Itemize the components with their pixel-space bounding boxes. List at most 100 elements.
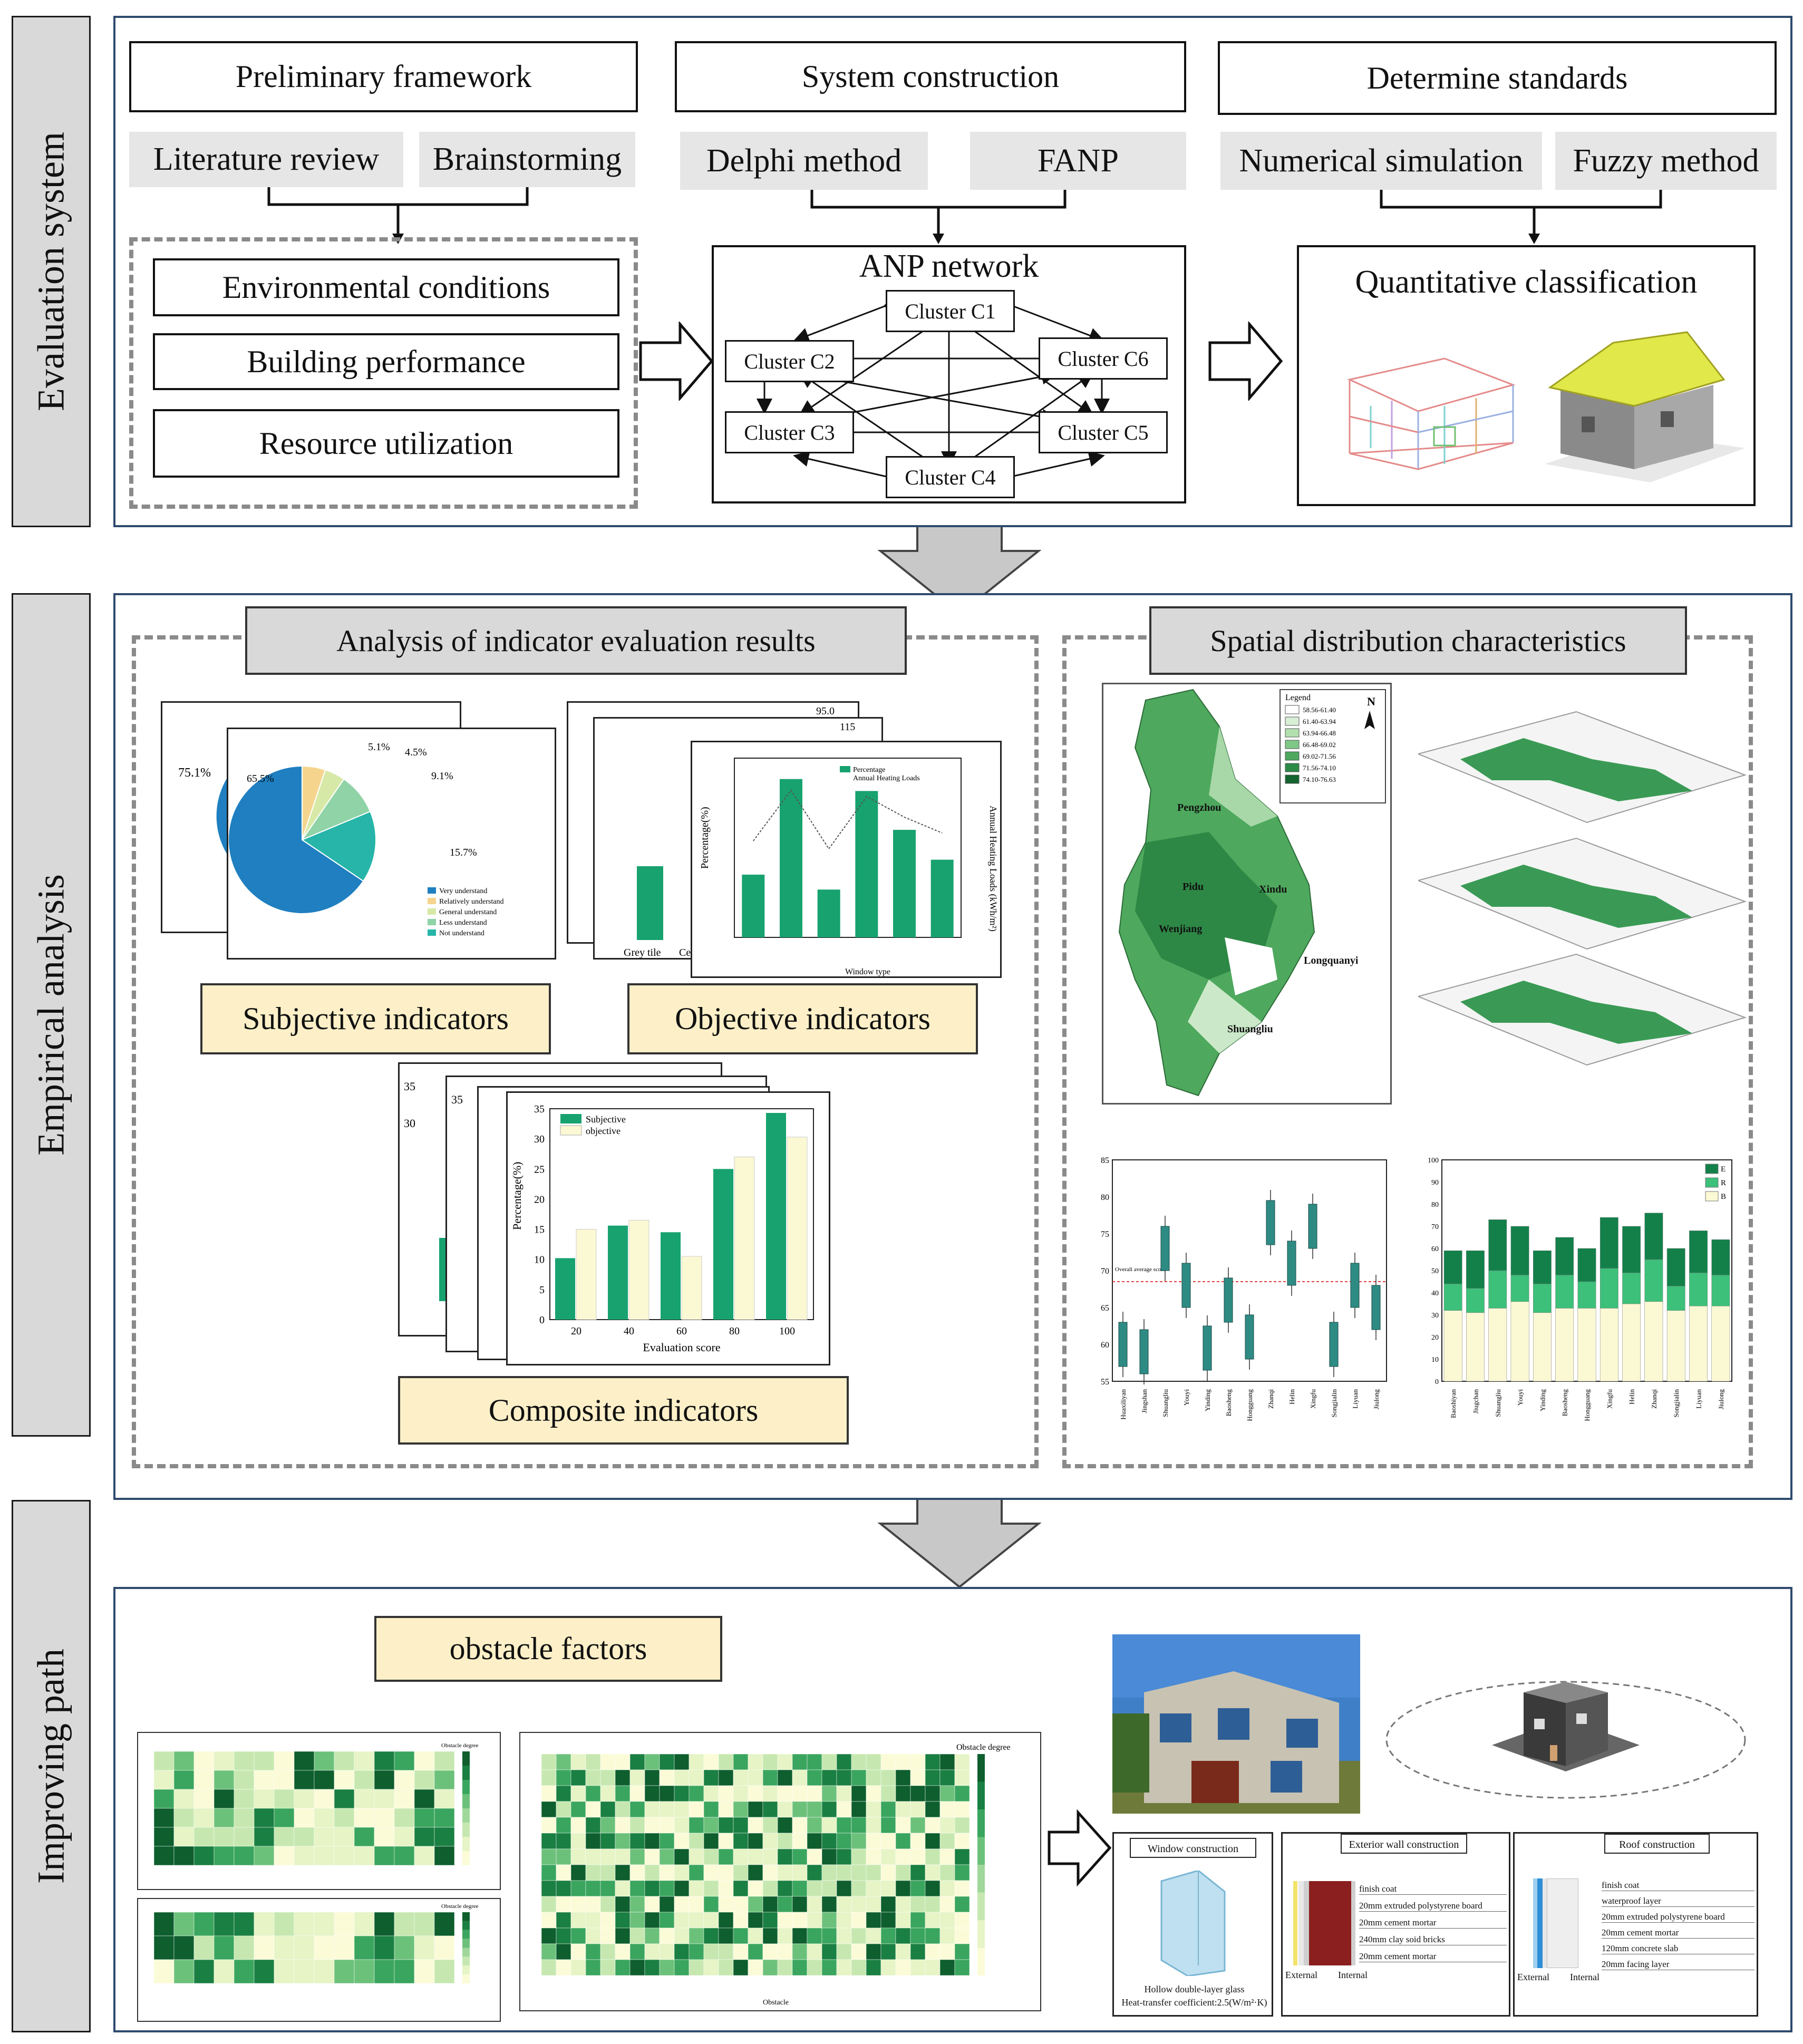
composite-bar-objective (576, 1229, 597, 1320)
heatmap-cell (615, 1769, 631, 1786)
heatmap-cell (807, 1754, 822, 1770)
cluster-c2: Cluster C2 (725, 340, 854, 382)
box-plot-box (1371, 1285, 1381, 1330)
heatmap-cell (570, 1864, 586, 1881)
heatmap-cell (821, 1927, 837, 1944)
svg-text:Grey tile: Grey tile (624, 947, 661, 958)
heatmap-cell (541, 1912, 557, 1929)
pie-legend-label: Very understand (439, 887, 487, 895)
objective-y2label: Annual Heating Loads (kWh/m²) (987, 806, 999, 932)
heatmap-cell (600, 1880, 616, 1897)
heatmap-cell (762, 1754, 778, 1770)
stack-xtick: Songjialin (1672, 1389, 1680, 1418)
anp-links (757, 294, 1110, 493)
heatmap-cell (659, 1896, 675, 1913)
cluster-c6: Cluster C6 (1039, 337, 1168, 380)
roof-layer-label: finish coat (1602, 1880, 1754, 1891)
composite-ytick: 30 (534, 1134, 545, 1145)
pie-legend-swatch (428, 898, 436, 904)
objective-bar (855, 791, 878, 937)
heatmap-cell (689, 1943, 704, 1960)
heatmap-cell (414, 1846, 435, 1866)
heatmap-cell (689, 1880, 704, 1897)
heatmap-cell (585, 1801, 601, 1818)
pie-legend-label: Less understand (439, 919, 487, 927)
heatmap-cell (193, 1846, 215, 1866)
stack-ytick: 30 (1431, 1312, 1439, 1320)
box-plot-box (1118, 1322, 1128, 1367)
heatmap-cell (689, 1959, 704, 1976)
box-xtick: Xingfu (1309, 1389, 1317, 1409)
map-legend-label: 61.40-63.94 (1303, 718, 1336, 725)
framework-dashed-group (129, 237, 638, 509)
heatmap-cell (644, 1912, 660, 1929)
heatmap-cell (777, 1959, 793, 1976)
stack-xtick: Yinding (1538, 1389, 1546, 1411)
composite-xtick: 100 (779, 1325, 795, 1337)
heatmap-cell (585, 1769, 601, 1786)
heatmap-cell (733, 1880, 749, 1897)
stacked-bar-segment (1577, 1308, 1596, 1382)
heatmap-cell (954, 1943, 970, 1960)
heatmap-cell (880, 1769, 896, 1786)
heatmap-cell (762, 1769, 778, 1786)
heatmap-cell (851, 1912, 867, 1929)
heatmap-cell (674, 1864, 690, 1881)
wireframe-house-icon (1347, 357, 1516, 470)
heatmap-cell (895, 1785, 911, 1802)
window-caption-2: Heat-transfer coefficient:2.5(W/m²·K) (1121, 1997, 1267, 2008)
heatmap-cell (851, 1833, 867, 1849)
heatmap-cell (254, 1827, 275, 1847)
heatmap-cell (314, 1789, 335, 1809)
heatmap-cell (777, 1896, 793, 1913)
roof-internal-label: Internal (1570, 1972, 1600, 1982)
cluster-c4: Cluster C4 (886, 456, 1015, 498)
heatmap-cell (777, 1817, 793, 1834)
composite-xtick: 80 (729, 1325, 740, 1337)
roof-layer-label: 20mm facing layer (1602, 1959, 1754, 1970)
heatmap-cell (762, 1896, 778, 1913)
heatmap-cell (939, 1864, 955, 1881)
heatmap-cell (821, 1959, 837, 1976)
heatmap-cell (689, 1896, 704, 1913)
heatmap-cell (718, 1943, 734, 1960)
heatmap-cell (703, 1959, 719, 1976)
pie-label: 9.1% (431, 770, 453, 782)
stacked-bar-segment (1622, 1272, 1641, 1304)
heatmap-cell (570, 1833, 586, 1849)
heatmap-cell (556, 1769, 571, 1786)
delphi-method-box: Delphi method (680, 132, 928, 190)
objective-indicators-label: Objective indicators (627, 983, 978, 1054)
heatmap-cell (374, 1846, 395, 1866)
heatmap-cell (234, 1770, 255, 1790)
heatmap-cell (836, 1896, 852, 1913)
stacked-bar-segment (1555, 1275, 1574, 1309)
heatmap-cell (851, 1801, 867, 1818)
heating-load-line (753, 789, 943, 850)
pie-label: 4.5% (405, 747, 427, 758)
heatmap-cell (193, 1959, 215, 1984)
objective-chart-svg: Percentage(%)Annual Heating Loads (kWh/m… (699, 758, 999, 976)
heatmap-cell (615, 1801, 631, 1818)
heatmap-cell (954, 1785, 970, 1802)
heatmap-cell (807, 1769, 822, 1786)
map-legend-swatch (1285, 751, 1300, 761)
heatmap-cell (925, 1959, 941, 1976)
heatmap-cell (880, 1943, 896, 1960)
heatmap-cell (910, 1912, 926, 1929)
heatmap-cell (866, 1801, 881, 1818)
heatmap-cell (733, 1959, 749, 1976)
objective-xlabel: Window type (845, 967, 890, 976)
stack-xtick: Jiulong (1717, 1389, 1725, 1410)
heatmap-cell (570, 1801, 586, 1818)
heatmap-cell (777, 1912, 793, 1929)
heatmap-cell (615, 1817, 631, 1834)
pie-slice (300, 778, 371, 841)
heatmap-cell (585, 1817, 601, 1834)
cluster-c3: Cluster C3 (725, 411, 854, 453)
heatmap-cell (193, 1751, 215, 1771)
heatmap-cell (585, 1785, 601, 1802)
heatmap-cell (807, 1864, 822, 1881)
stacked-bar-segment (1555, 1308, 1574, 1382)
